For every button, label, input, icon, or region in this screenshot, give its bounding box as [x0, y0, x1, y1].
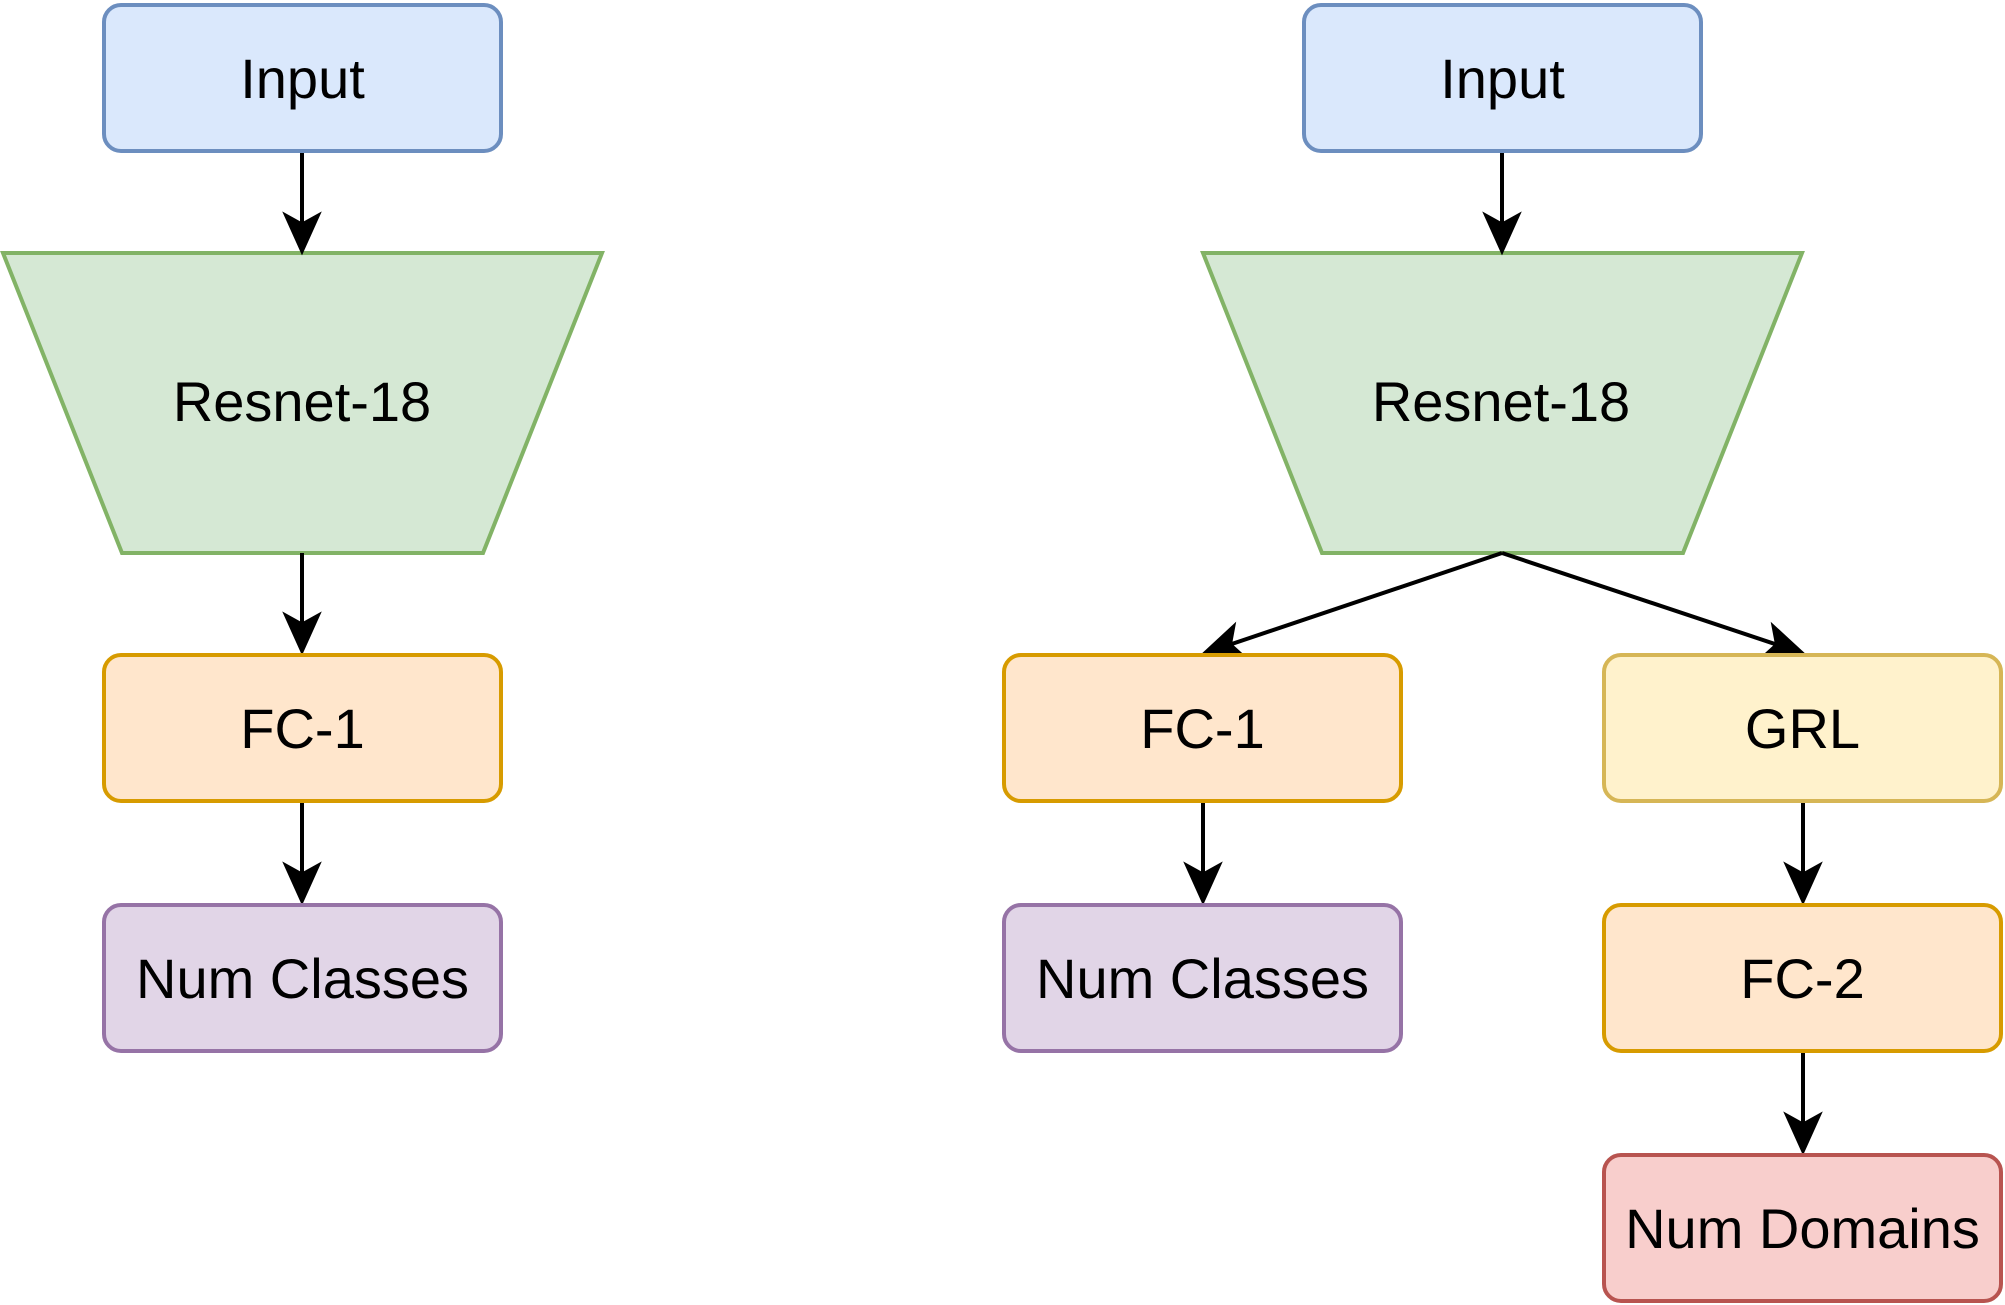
arrow-right-resnet-to-fc1 [1200, 551, 1503, 660]
left-resnet-backbone [0, 251, 605, 555]
left-num-classes-label: Num Classes [136, 946, 469, 1010]
right-fc1-node: FC-1 [1002, 653, 1403, 803]
right-fc1-label: FC-1 [1140, 696, 1265, 760]
right-resnet-label: Resnet-18 [1372, 370, 1630, 433]
right-fc2-label: FC-2 [1740, 946, 1865, 1010]
right-num-domains-label: Num Domains [1625, 1196, 1980, 1260]
right-num-classes-node: Num Classes [1002, 903, 1403, 1053]
right-num-classes-label: Num Classes [1036, 946, 1369, 1010]
left-fc1-label: FC-1 [240, 696, 365, 760]
arrow-right-resnet-to-grl [1501, 551, 1807, 660]
left-input-label: Input [240, 46, 365, 110]
left-num-classes-node: Num Classes [102, 903, 503, 1053]
left-fc1-node: FC-1 [102, 653, 503, 803]
right-num-domains-node: Num Domains [1602, 1153, 2003, 1303]
right-fc2-node: FC-2 [1602, 903, 2003, 1053]
left-resnet-label: Resnet-18 [173, 370, 431, 433]
right-grl-label: GRL [1744, 696, 1861, 760]
left-input-node: Input [102, 3, 503, 153]
right-input-label: Input [1440, 46, 1565, 110]
right-input-node: Input [1302, 3, 1703, 153]
right-resnet-backbone [1200, 251, 1805, 555]
right-grl-node: GRL [1602, 653, 2003, 803]
